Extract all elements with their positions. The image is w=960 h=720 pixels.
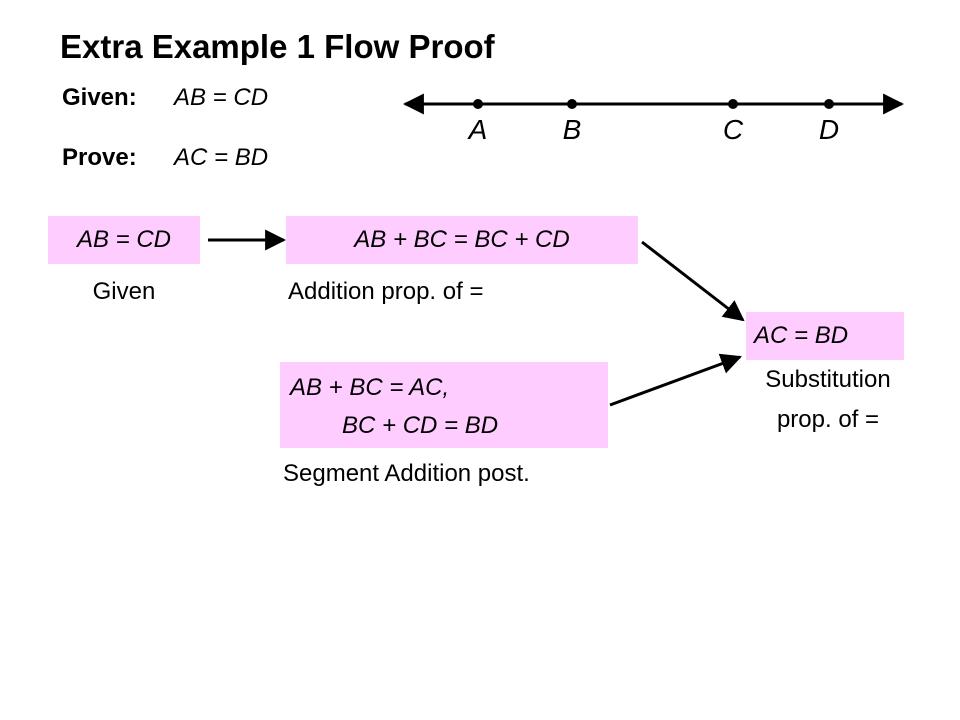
- step-1-statement: AB = CD: [76, 226, 172, 253]
- step-2-statement-box: AB + BC = BC + CD: [286, 216, 638, 264]
- point-c-dot: [728, 99, 738, 109]
- given-statement: AB = CD: [174, 84, 269, 111]
- point-b-label: B: [562, 114, 582, 145]
- step-4-statement-box: AC = BD: [746, 312, 904, 360]
- given-label: Given:: [62, 84, 137, 111]
- page-title: Extra Example 1 Flow Proof: [60, 28, 495, 65]
- step-4-reason-line-2: prop. of =: [776, 406, 880, 433]
- step-4-statement: AC = BD: [754, 322, 849, 349]
- arrow-addition-to-conclusion: [641, 240, 745, 322]
- step-2-reason: Addition prop. of =: [288, 278, 484, 305]
- point-c-label: C: [722, 114, 744, 145]
- point-d-dot: [824, 99, 834, 109]
- step-3-statement-line-2: BC + CD = BD: [342, 412, 499, 439]
- step-3-statement-box: AB + BC = AC, BC + CD = BD: [280, 362, 608, 448]
- point-a-label: A: [468, 114, 488, 145]
- step-2-statement: AB + BC = BC + CD: [354, 226, 570, 253]
- step-1-statement-box: AB = CD: [48, 216, 200, 264]
- number-line: [402, 93, 905, 115]
- step-1-reason: Given: [92, 278, 156, 305]
- prove-label: Prove:: [62, 144, 137, 171]
- point-d-label: D: [818, 114, 840, 145]
- step-3-statement-line-1: AB + BC = AC,: [290, 374, 450, 401]
- arrow-segment-to-conclusion: [609, 353, 742, 407]
- prove-statement: AC = BD: [174, 144, 269, 171]
- point-a-dot: [473, 99, 483, 109]
- step-3-reason: Segment Addition post.: [283, 460, 530, 487]
- point-b-dot: [567, 99, 577, 109]
- step-4-reason-line-1: Substitution: [765, 366, 891, 393]
